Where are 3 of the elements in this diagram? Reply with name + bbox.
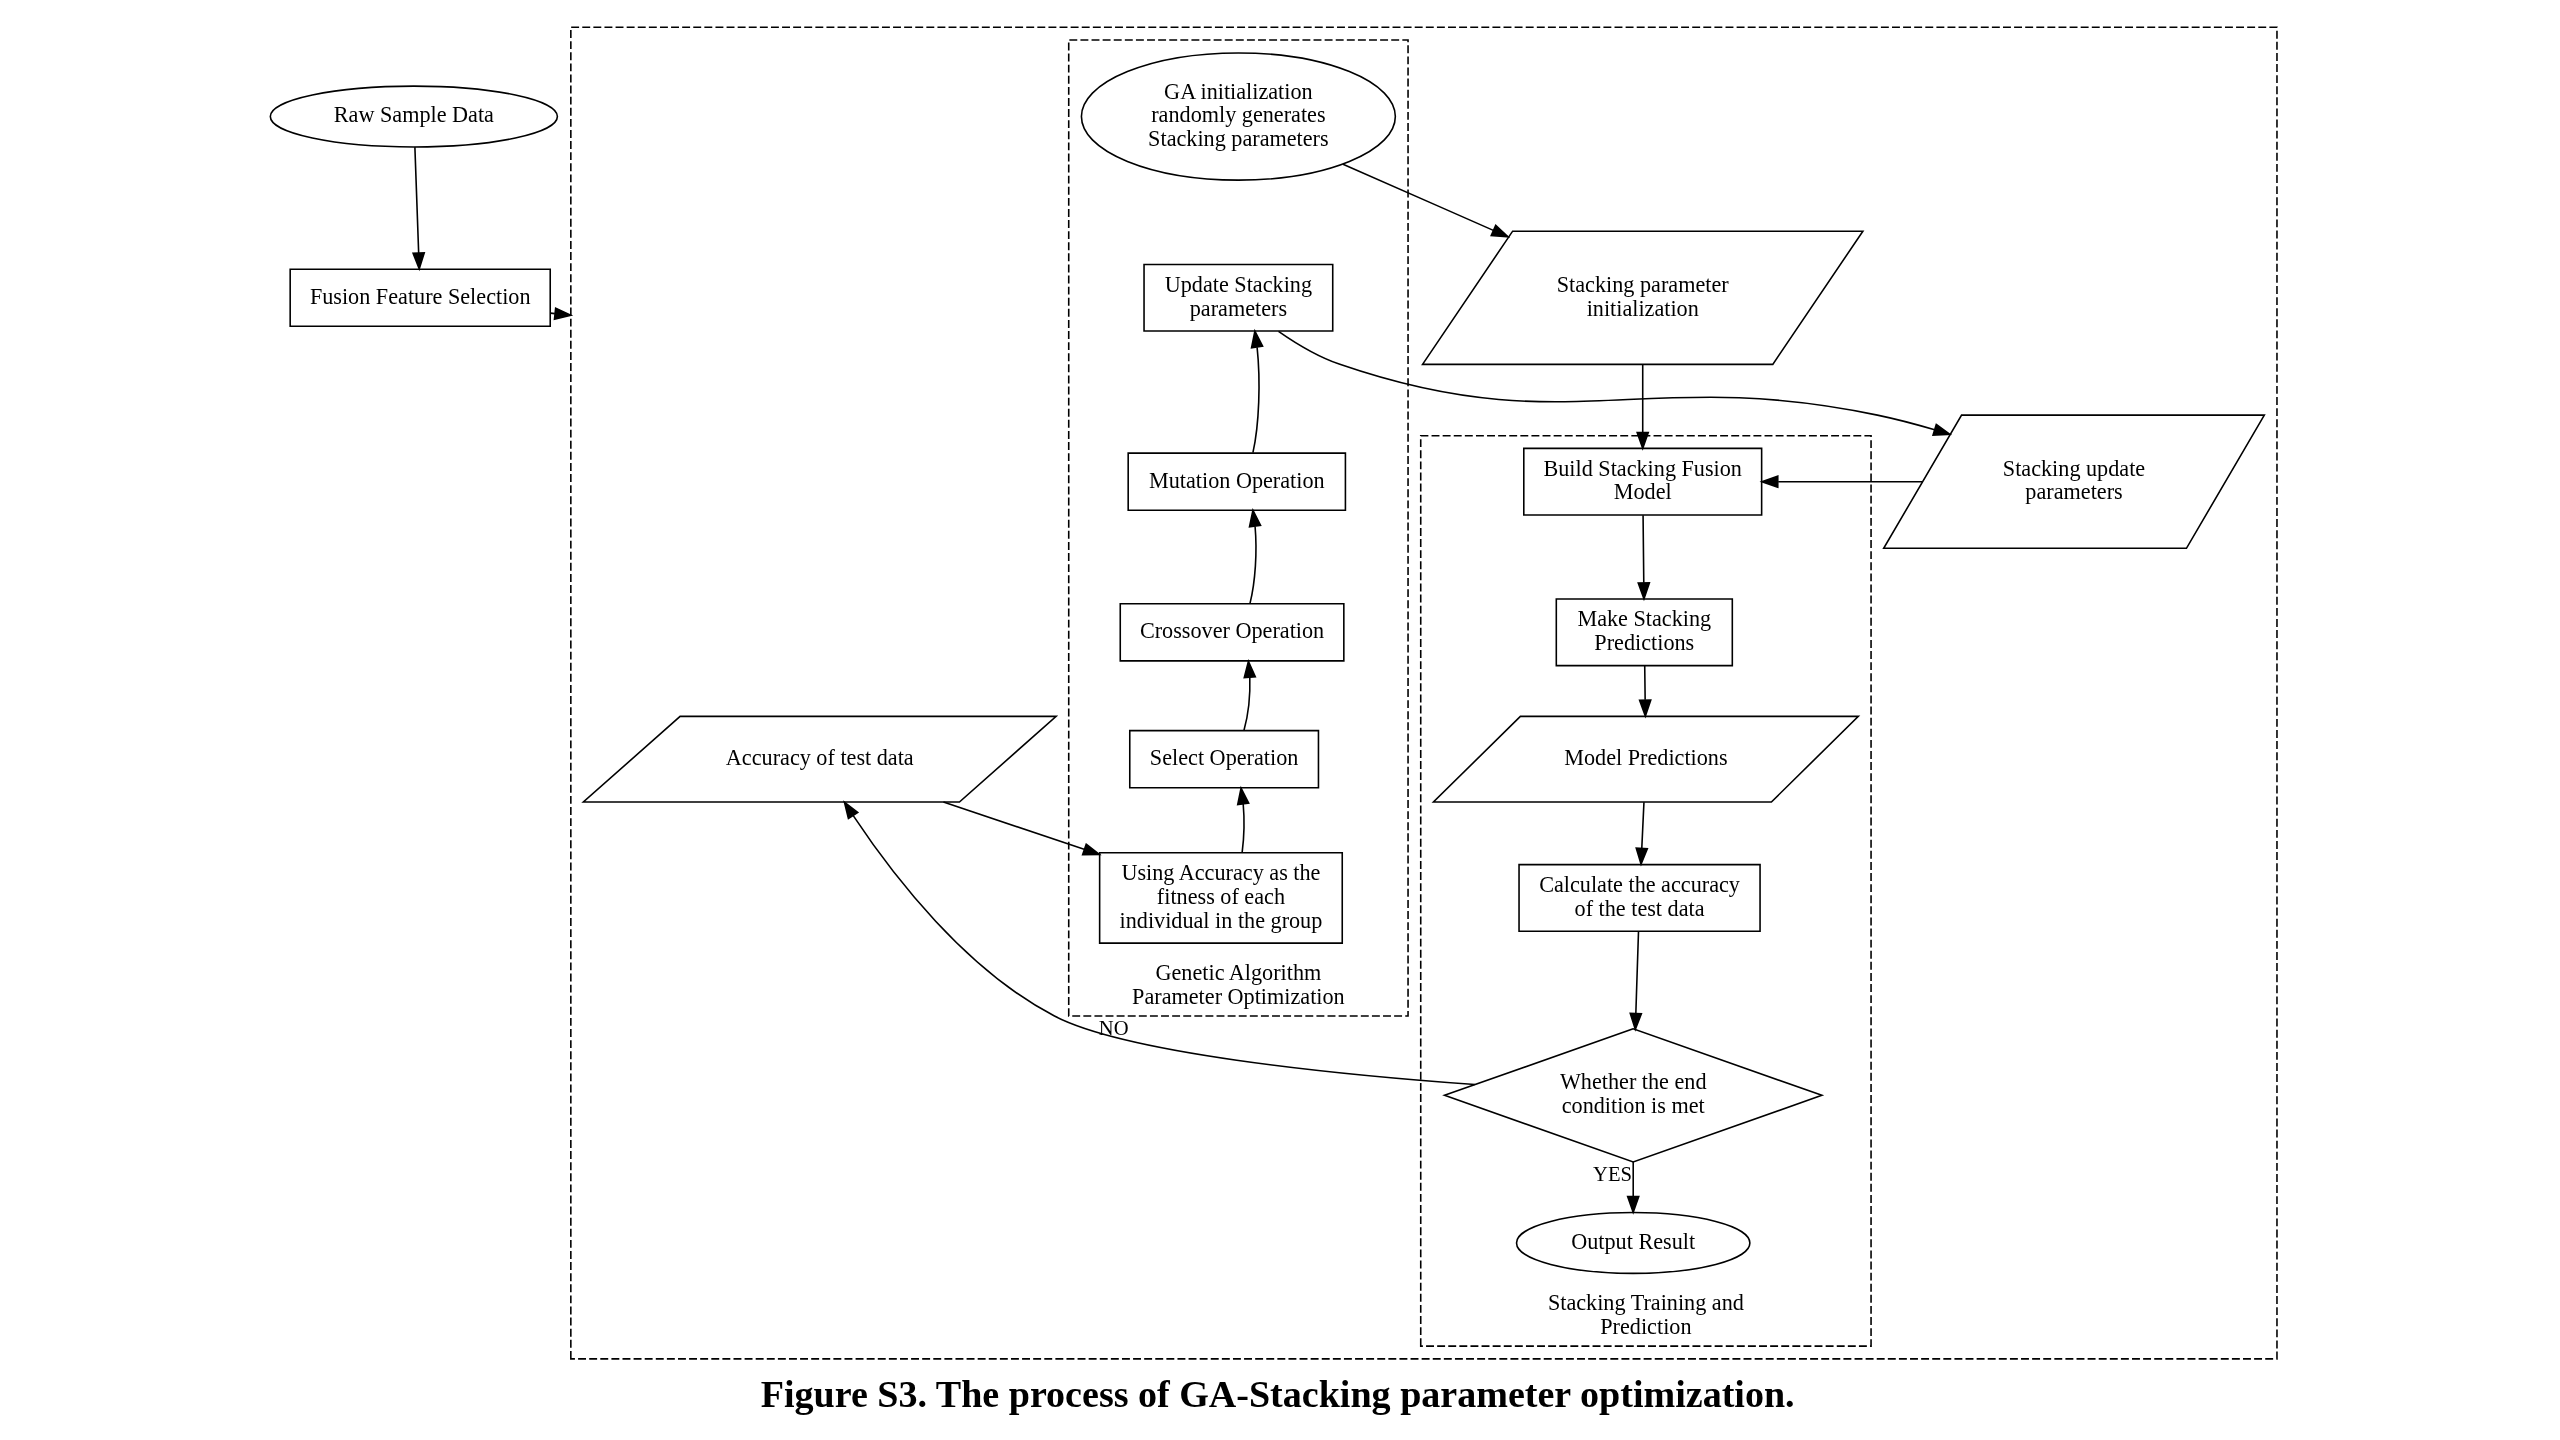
caption: Figure S3. The process of GA-Stacking parameter optimization. bbox=[760, 1372, 1795, 1415]
edge-label: NO bbox=[1098, 1017, 1129, 1040]
edge-label: YES bbox=[1593, 1163, 1633, 1186]
